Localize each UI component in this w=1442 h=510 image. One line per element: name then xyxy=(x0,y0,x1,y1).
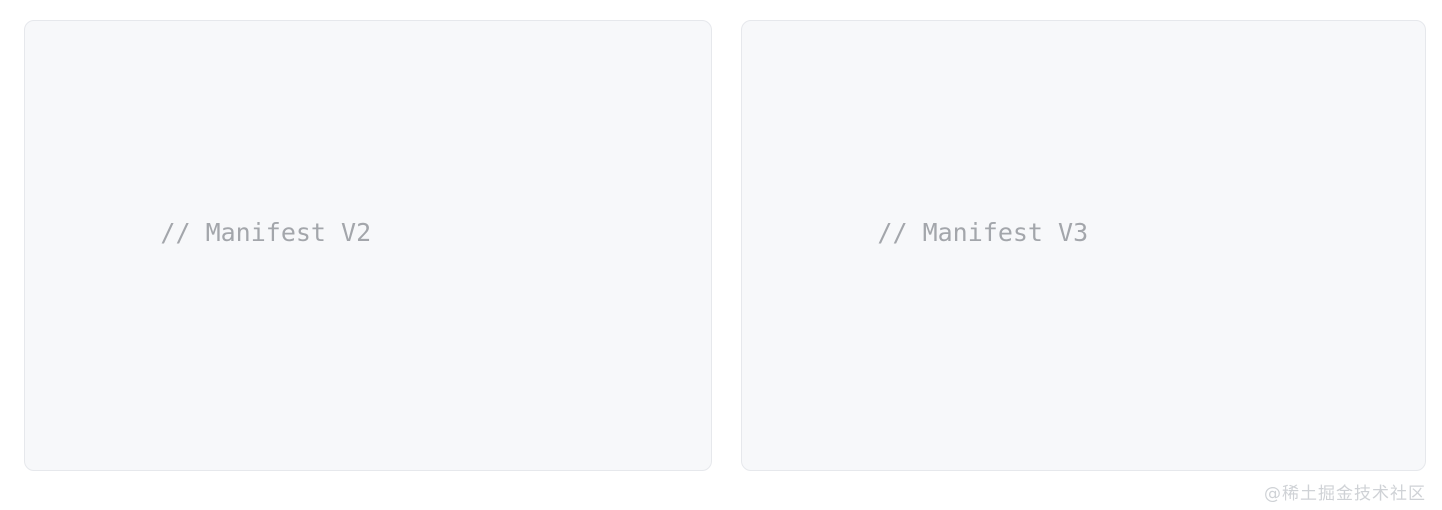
code-comment-line: // Manifest V3 xyxy=(757,155,1314,247)
code-line: "web_accessible_resources": [ xyxy=(40,467,477,470)
code-block-manifest-v2: // Manifest V2 "web_accessible_resources… xyxy=(25,21,477,470)
comment-text: // Manifest V2 xyxy=(160,218,372,247)
code-line: "web_accessible_resources": [{ xyxy=(757,467,1314,470)
code-lines-v2: "web_accessible_resources": [ RESOURCE_P… xyxy=(40,467,477,470)
code-comment-line: // Manifest V2 xyxy=(40,155,477,247)
code-panel-manifest-v2: // Manifest V2 "web_accessible_resources… xyxy=(24,20,712,471)
code-blank-line xyxy=(757,311,1314,363)
code-block-manifest-v3: // Manifest V3 "web_accessible_resources… xyxy=(742,21,1314,470)
code-blank-line xyxy=(40,311,477,363)
code-lines-v3: "web_accessible_resources": [{ "resource… xyxy=(757,467,1314,470)
comment-text: // Manifest V3 xyxy=(877,218,1089,247)
code-panel-manifest-v3: // Manifest V3 "web_accessible_resources… xyxy=(741,20,1426,471)
watermark: @稀土掘金技术社区 xyxy=(1264,484,1426,504)
